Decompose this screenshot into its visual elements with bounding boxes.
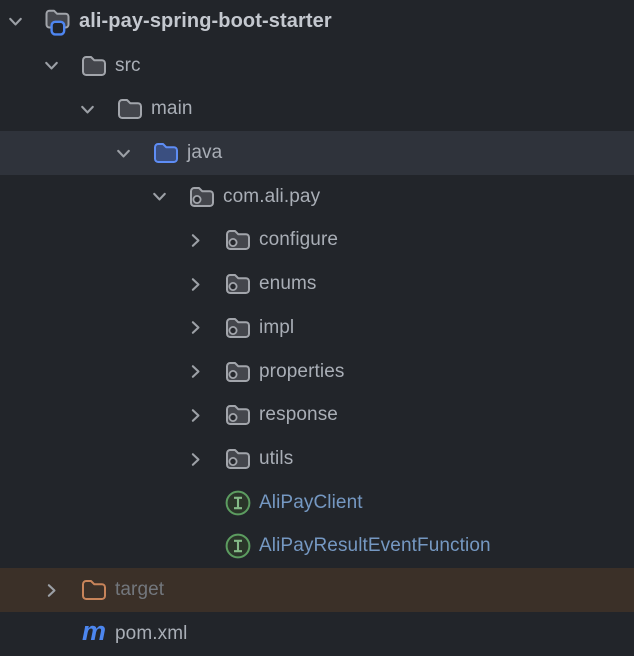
tree-item-label: configure — [259, 229, 339, 251]
tree-item-label: AliPayClient — [259, 491, 363, 513]
tree-item-configure[interactable]: configure — [0, 219, 634, 263]
chevron-right-icon[interactable] — [182, 359, 208, 385]
tree-item-properties[interactable]: properties — [0, 350, 634, 394]
tree-item-label: main — [151, 98, 193, 120]
package-icon — [223, 224, 253, 256]
tree-item-utils[interactable]: utils — [0, 437, 634, 481]
tree-item-label: response — [259, 404, 338, 426]
chevron-right-icon[interactable] — [182, 315, 208, 341]
interface-icon — [223, 487, 253, 519]
chevron-down-icon[interactable] — [146, 184, 172, 210]
chevron-spacer — [182, 490, 208, 516]
tree-item-root[interactable]: ali-pay-spring-boot-starter — [0, 0, 634, 44]
tree-item-label: impl — [259, 316, 295, 338]
tree-item-com-ali-pay[interactable]: com.ali.pay — [0, 175, 634, 219]
tree-item-label: pom.xml — [115, 622, 188, 644]
tree-item-src[interactable]: src — [0, 44, 634, 88]
chevron-spacer — [182, 533, 208, 559]
tree-item-label: ali-pay-spring-boot-starter — [79, 10, 332, 33]
tree-item-response[interactable]: response — [0, 393, 634, 437]
chevron-spacer — [38, 621, 64, 647]
tree-item-label: enums — [259, 273, 317, 295]
tree-item-alipayresulteventfunction[interactable]: AliPayResultEventFunction — [0, 525, 634, 569]
tree-item-main[interactable]: main — [0, 87, 634, 131]
package-icon — [223, 356, 253, 388]
maven-m-glyph: m — [81, 616, 106, 647]
chevron-down-icon[interactable] — [110, 140, 136, 166]
package-icon — [223, 443, 253, 475]
folder-icon — [79, 50, 109, 82]
tree-item-label: com.ali.pay — [223, 185, 321, 207]
tree-item-enums[interactable]: enums — [0, 262, 634, 306]
tree-item-target[interactable]: target — [0, 568, 634, 613]
chevron-down-icon[interactable] — [74, 96, 100, 122]
chevron-right-icon[interactable] — [182, 402, 208, 428]
package-icon — [223, 312, 253, 344]
chevron-right-icon[interactable] — [182, 446, 208, 472]
excluded-folder-icon — [79, 574, 109, 606]
chevron-down-icon[interactable] — [2, 9, 28, 35]
tree-item-alipayclient[interactable]: AliPayClient — [0, 481, 634, 525]
tree-item-label: properties — [259, 360, 345, 382]
tree-item-label: java — [187, 142, 223, 164]
chevron-down-icon[interactable] — [38, 53, 64, 79]
tree-item-label: utils — [259, 448, 294, 470]
tree-item-label: src — [115, 54, 141, 76]
tree-item-label: target — [115, 579, 165, 601]
interface-icon — [223, 530, 253, 562]
package-icon — [223, 399, 253, 431]
tree-item-java[interactable]: java — [0, 131, 634, 175]
folder-icon — [115, 93, 145, 125]
chevron-right-icon[interactable] — [182, 271, 208, 297]
source-folder-icon — [151, 137, 181, 169]
maven-icon: m — [79, 618, 109, 650]
chevron-right-icon[interactable] — [38, 577, 64, 603]
tree-item-impl[interactable]: impl — [0, 306, 634, 350]
package-icon — [223, 268, 253, 300]
package-icon — [187, 181, 217, 213]
tree-item-label: AliPayResultEventFunction — [259, 535, 491, 557]
tree-item-pom-xml[interactable]: m pom.xml — [0, 612, 634, 656]
chevron-right-icon[interactable] — [182, 227, 208, 253]
project-root-icon — [43, 6, 73, 38]
